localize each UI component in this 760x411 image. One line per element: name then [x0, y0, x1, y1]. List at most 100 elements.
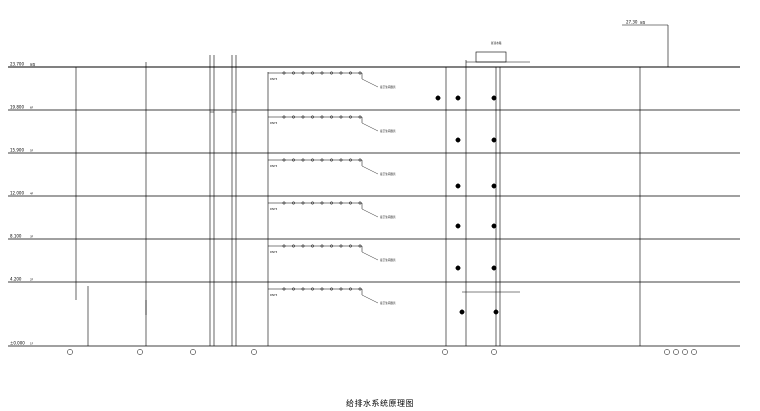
fixture-symbol: [349, 158, 352, 162]
floor-drain-symbol: [491, 265, 497, 271]
fixture-symbol: [339, 244, 343, 248]
outlet-symbol: [682, 349, 688, 355]
level-label: 15.900: [10, 148, 24, 153]
outlet-symbol: [673, 349, 679, 355]
fixture-symbol: [330, 115, 333, 119]
fixture-symbol: [282, 201, 286, 205]
fixture-symbol: [301, 71, 305, 75]
top-level-marker: 27.30 屋面: [622, 20, 668, 26]
riser-note: DN75: [270, 121, 278, 125]
fixture-symbol: [330, 158, 333, 162]
fixture-symbol: [320, 115, 324, 119]
fixture-symbol: [330, 71, 333, 75]
washroom-label: 接卫生间器具: [380, 215, 396, 219]
outlet-symbol: [664, 349, 670, 355]
fixture-symbol: [358, 287, 362, 291]
floor-drain-symbol: [435, 95, 441, 101]
level-label: 23.700: [10, 62, 24, 67]
fixture-symbol: [311, 115, 314, 119]
fixture-symbol: [282, 158, 286, 162]
pipe-segment: [361, 294, 379, 304]
riser-note: DN75: [270, 207, 278, 211]
floor-drain-symbol: [491, 137, 497, 143]
riser-note: DN75: [270, 293, 278, 297]
level-suffix: 3F: [30, 235, 34, 239]
fixture-symbol: [282, 115, 286, 119]
level-label: 8.100: [10, 234, 22, 239]
fixture-symbol: [320, 71, 324, 75]
fixture-symbol: [301, 201, 305, 205]
level-label: ±0.000: [10, 341, 25, 346]
washroom-label: 接卫生间器具: [380, 85, 396, 89]
fixture-symbol: [320, 158, 324, 162]
fixture-symbol: [292, 71, 295, 75]
level-suffix: 屋面: [30, 63, 36, 67]
fixture-symbol: [339, 158, 343, 162]
fixture-symbol: [349, 201, 352, 205]
fixture-symbol: [339, 115, 343, 119]
fixture-symbol: [358, 244, 362, 248]
fixture-symbol: [301, 158, 305, 162]
fixture-symbol: [349, 287, 352, 291]
fixtures: [67, 51, 697, 355]
fixture-symbol: [311, 287, 314, 291]
fixture-symbol: [358, 115, 362, 119]
outlet-symbol: [691, 349, 697, 355]
pipe-segment: [361, 251, 379, 261]
floor-drain-symbol: [455, 223, 461, 229]
washroom-label: 接卫生间器具: [380, 301, 396, 305]
level-suffix: 1F: [30, 342, 34, 346]
floor-drain-symbol: [455, 137, 461, 143]
level-label: 12.000: [10, 191, 24, 196]
outlet-symbol: [137, 349, 143, 355]
pipe-segment: [361, 78, 379, 88]
floor-drain-symbol: [455, 183, 461, 189]
fixture-symbol: [339, 71, 343, 75]
floor-drain-symbol: [455, 95, 461, 101]
pipe-segment: [361, 165, 379, 175]
drawing-title: 给排水系统原理图: [346, 399, 414, 408]
outlet-symbol: [491, 349, 497, 355]
fixture-symbol: [358, 201, 362, 205]
level-label: 19.800: [10, 105, 24, 110]
floor-drain-symbol: [491, 183, 497, 189]
fixture-symbol: [292, 158, 295, 162]
pipe-segment: [361, 208, 379, 218]
floor-drain-symbol: [491, 95, 497, 101]
fixture-symbol: [282, 244, 286, 248]
roof-tank-label: 屋顶水箱: [491, 41, 502, 45]
fixture-symbol: [339, 201, 343, 205]
riser-note: DN75: [270, 250, 278, 254]
fixture-symbol: [301, 244, 305, 248]
fixture-symbol: [349, 244, 352, 248]
outlet-symbol: [67, 349, 73, 355]
fixture-symbol: [349, 115, 352, 119]
washroom-label: 接卫生间器具: [380, 129, 396, 133]
washroom-label: 接卫生间器具: [380, 172, 396, 176]
level-suffix: 2F: [30, 278, 34, 282]
fixture-symbol: [358, 158, 362, 162]
fixture-symbol: [292, 201, 295, 205]
fixture-symbol: [301, 287, 305, 291]
pipe-segment: [361, 122, 379, 132]
level-suffix: 5F: [30, 149, 34, 153]
fixture-symbol: [311, 71, 314, 75]
level-suffix: 4F: [30, 192, 34, 196]
floor-drain-symbol: [493, 309, 499, 315]
small-labels: 接卫生间器具 DN75 接卫生间器具 DN75 接卫生间器具 DN75 接卫生间器具 DN75…: [270, 77, 396, 305]
fixture-symbol: [292, 244, 295, 248]
fixture-symbol: [292, 115, 295, 119]
fixture-symbol: [349, 71, 352, 75]
top-level-label: 27.30: [626, 20, 638, 25]
outlet-symbol: [190, 349, 196, 355]
fixture-symbol: [358, 71, 362, 75]
fixture-symbol: [282, 71, 286, 75]
fixture-symbol: [282, 287, 286, 291]
top-level-suffix: 屋面: [640, 21, 646, 25]
fixture-symbol: [301, 115, 305, 119]
riser-note: DN75: [270, 164, 278, 168]
floor-drain-symbol: [459, 309, 465, 315]
fixture-symbol: [339, 287, 343, 291]
